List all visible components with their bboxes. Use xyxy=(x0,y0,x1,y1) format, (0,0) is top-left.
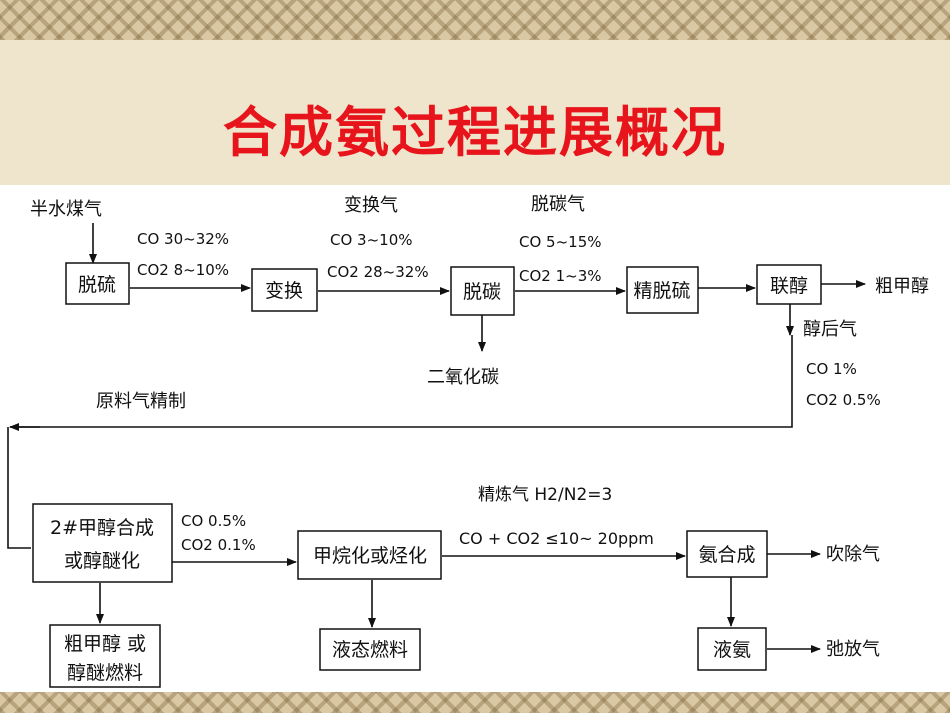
label-co-30-32: CO 30~32% xyxy=(137,230,229,248)
label-relief-gas: 弛放气 xyxy=(826,639,880,660)
label-co2-1-3: CO2 1~3% xyxy=(519,267,602,285)
node-methanation: 甲烷化或烃化 xyxy=(297,530,442,580)
label-co2-8-10: CO2 8~10% xyxy=(137,261,229,279)
label-co-co2-ppm: CO + CO2 ≤10~ 20ppm xyxy=(459,529,654,548)
label-purge-gas: 吹除气 xyxy=(826,544,880,565)
label-co2-0-5: CO2 0.5% xyxy=(806,391,881,409)
node-liquid-ammonia-label: 液氨 xyxy=(713,639,751,661)
label-co2-0-1: CO2 0.1% xyxy=(181,536,256,554)
slide-title: 合成氨过程进展概况 xyxy=(223,100,727,164)
node-shift: 变换 xyxy=(251,268,318,312)
label-co-5-15: CO 5~15% xyxy=(519,233,602,251)
label-co2-28-32: CO2 28~32% xyxy=(327,263,429,281)
node-decarbonization-label: 脱碳 xyxy=(463,281,501,303)
node-ammonia-synthesis: 氨合成 xyxy=(686,530,768,578)
node-crude-methanol-fuel: 粗甲醇 或 醇醚燃料 xyxy=(49,624,161,688)
line-return-left xyxy=(7,427,31,549)
label-carbon-dioxide: 二氧化碳 xyxy=(427,367,499,388)
label-co-0-5: CO 0.5% xyxy=(181,512,246,530)
node-desulfurization-label: 脱硫 xyxy=(78,274,116,296)
node-liquid-fuel: 液态燃料 xyxy=(319,628,421,671)
title-band xyxy=(0,40,950,185)
decorative-border-bottom xyxy=(0,692,950,713)
node-methanol-synthesis: 2#甲醇合成 或醇醚化 xyxy=(32,503,173,583)
node-methanation-label: 甲烷化或烃化 xyxy=(313,545,427,567)
line-return-right xyxy=(10,335,793,428)
node-decarbonization: 脱碳 xyxy=(450,266,515,316)
node-methanol-synthesis-line1: 2#甲醇合成 xyxy=(50,517,154,539)
label-co-3-10: CO 3~10% xyxy=(330,231,413,249)
node-ammonia-synthesis-label: 氨合成 xyxy=(698,544,755,566)
label-semi-water-gas: 半水煤气 xyxy=(30,199,102,220)
label-decarbonized-gas: 脱碳气 xyxy=(531,194,585,215)
label-crude-methanol-output: 粗甲醇 xyxy=(875,276,929,297)
node-desulfurization: 脱硫 xyxy=(65,262,130,305)
node-co-methanol: 联醇 xyxy=(756,264,822,305)
label-refined-gas-ratio: 精炼气 H2/N2=3 xyxy=(478,485,612,505)
node-methanol-synthesis-line2: 或醇醚化 xyxy=(64,550,140,572)
node-shift-label: 变换 xyxy=(265,280,303,302)
label-post-alcohol-gas: 醇后气 xyxy=(803,319,857,340)
node-fine-desulfurization-label: 精脱硫 xyxy=(633,280,690,302)
node-liquid-fuel-label: 液态燃料 xyxy=(332,639,408,661)
node-crude-methanol-fuel-line2: 醇醚燃料 xyxy=(67,662,143,684)
flow-chart-svg: 脱硫 变换 脱碳 精脱硫 联醇 2#甲醇合成 或醇醚化 甲烷化或烃化 xyxy=(7,194,929,688)
node-fine-desulfurization: 精脱硫 xyxy=(626,266,699,314)
decorative-border-top xyxy=(0,0,950,40)
process-flow-diagram: 脱硫 变换 脱碳 精脱硫 联醇 2#甲醇合成 或醇醚化 甲烷化或烃化 xyxy=(0,185,950,692)
node-liquid-ammonia: 液氨 xyxy=(697,627,767,671)
label-feed-gas-refining: 原料气精制 xyxy=(96,391,186,412)
label-co-1: CO 1% xyxy=(806,360,857,378)
label-shift-gas: 变换气 xyxy=(344,195,398,216)
node-crude-methanol-fuel-line1: 粗甲醇 或 xyxy=(64,633,146,655)
node-co-methanol-label: 联醇 xyxy=(770,275,808,297)
